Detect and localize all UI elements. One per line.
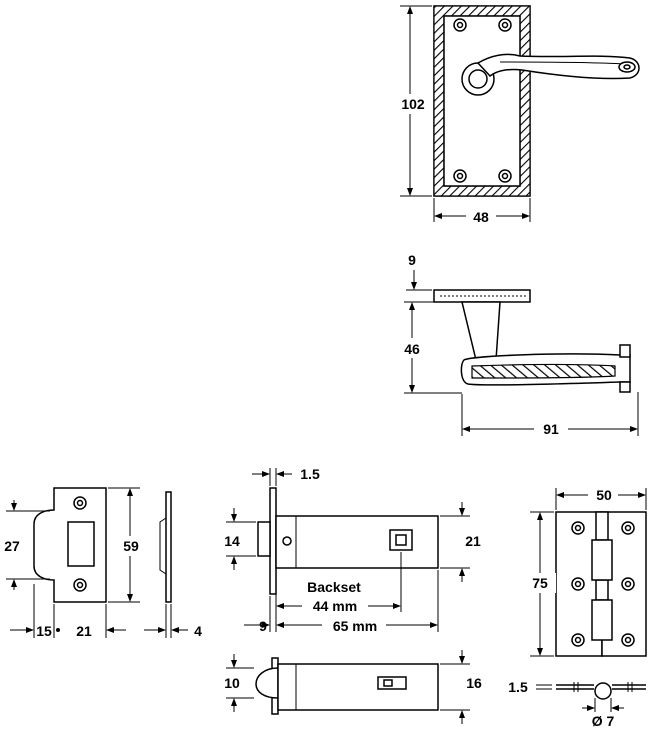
lever-neck — [461, 301, 501, 361]
dim-latch-length: 65 mm — [333, 618, 377, 634]
dim-latch-case-height: 21 — [465, 533, 481, 549]
dim-latch-side-height: 16 — [466, 675, 482, 691]
dim-hinge-knuckle-diameter: Ø 7 — [592, 713, 615, 729]
dim-backset: 44 mm — [313, 598, 357, 614]
latch-case-side — [277, 663, 439, 711]
dim-hinge-leaf-thickness: 1.5 — [508, 679, 528, 695]
dim-keep-inner-height: 27 — [4, 538, 20, 554]
dim-keep-thickness: 4 — [194, 623, 202, 639]
latch-faceplate — [269, 487, 277, 595]
dim-keep-height: 59 — [123, 538, 139, 554]
dim-keep-offset: 15 — [36, 623, 52, 639]
strike-plate-opening — [67, 521, 95, 567]
screw-hole-icon — [571, 521, 635, 647]
dim-latch-body-offset: 9 — [259, 618, 267, 634]
butt-hinge-view: 50 75 1.5 Ø 7 — [508, 486, 647, 729]
lever-rope-grip — [471, 363, 616, 379]
dim-lever-height: 46 — [404, 341, 420, 357]
dim-latch-plate-thickness: 1.5 — [300, 466, 320, 482]
dim-keep-width: 21 — [76, 623, 92, 639]
strike-plate-view: 27 59 15 21 4 — [4, 487, 202, 639]
backplate-inner-panel — [443, 15, 521, 187]
latch-bolt — [257, 521, 271, 557]
dim-latch-face-height: 14 — [224, 533, 240, 549]
backset-label: Backset — [307, 579, 361, 595]
lever-handle-front-view: 102 48 — [394, 5, 640, 226]
hinge-knuckle — [594, 682, 612, 700]
dim-lever-length: 91 — [543, 421, 559, 437]
lever-handle-side-view: 9 46 91 — [394, 252, 639, 438]
dim-plate-height: 102 — [401, 96, 425, 112]
dim-plate-width: 48 — [473, 209, 489, 225]
dim-hinge-width: 50 — [596, 487, 612, 503]
latch-bolt-side — [255, 667, 279, 699]
rose-inner — [468, 69, 488, 89]
dim-hinge-height: 75 — [532, 575, 548, 591]
latch-side-view: 10 16 — [224, 650, 482, 724]
latch-case — [275, 515, 439, 569]
dim-rose-thickness: 9 — [408, 252, 416, 268]
tubular-latch-view: 1.5 14 21 Backset 44 mm 9 — [224, 466, 481, 634]
dim-latch-bolt-height: 10 — [224, 675, 240, 691]
lever-arm — [476, 53, 640, 80]
screw-hole-icon — [453, 18, 512, 183]
strike-plate-side — [165, 491, 172, 603]
